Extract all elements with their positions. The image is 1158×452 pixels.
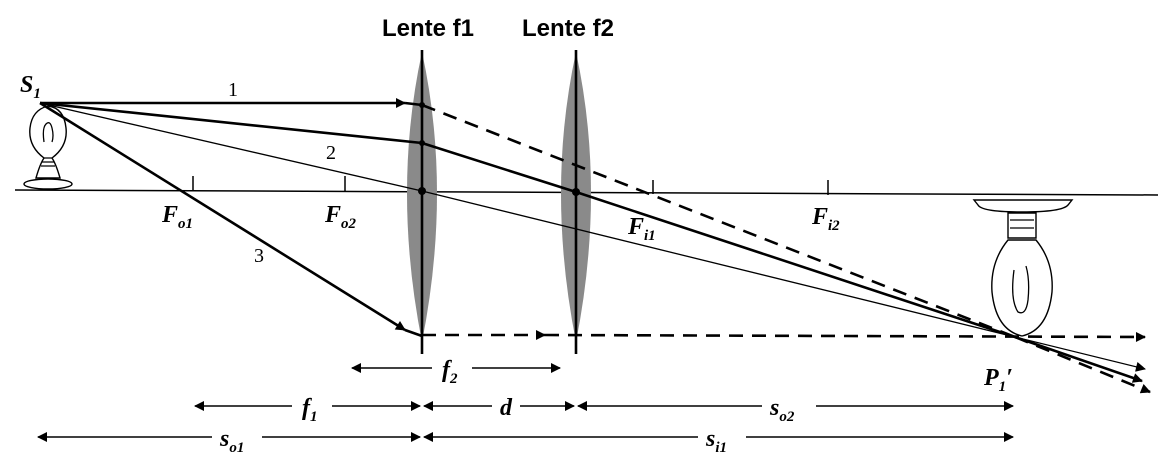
dim-f1-label: f1: [302, 395, 318, 425]
chief-ray-incident: [39, 102, 423, 192]
ray-2-hit-point: [419, 140, 425, 146]
image-label: P1′: [983, 365, 1013, 395]
ray-1-hit-point: [419, 102, 425, 108]
ray-3-incident: [39, 101, 406, 332]
lens-1-title: Lente f1: [382, 15, 474, 42]
dim-so1-label: so1: [219, 426, 244, 452]
dim-so2-mask: [762, 394, 816, 418]
lens-2-center: [572, 188, 580, 196]
lens-2: [561, 50, 591, 354]
dim-f2-mask: [432, 356, 472, 380]
source-label: S1: [20, 72, 41, 102]
ray-2-between: [421, 141, 577, 194]
focus-o1-label: Fo1: [161, 202, 193, 232]
dim-d-label: d: [500, 395, 513, 421]
focus-i2-label: Fi2: [811, 204, 840, 234]
lens-1: [407, 50, 437, 354]
lens-2-title: Lente f2: [522, 15, 614, 42]
ray-2-exit: [1014, 335, 1143, 383]
ray-3-extension: [544, 331, 1146, 342]
ray-3-incident-tail: [404, 328, 423, 338]
dim-si1-mask: [698, 425, 746, 451]
ray-2-label: 2: [326, 142, 336, 164]
dim-si1-label: si1: [705, 426, 727, 452]
focus-o2-label: Fo2: [324, 202, 357, 232]
chief-ray-refracted: [421, 190, 1016, 338]
source-bulb-icon: [23, 105, 73, 190]
dim-d-mask: [492, 394, 520, 418]
dim-so1-mask: [212, 425, 262, 451]
ray-3-label: 3: [254, 245, 264, 267]
ray-2-refracted: [575, 190, 1016, 339]
dim-f2-label: f2: [442, 357, 458, 387]
ray-2-incident: [39, 101, 423, 145]
dim-f1-mask: [292, 394, 332, 418]
ray-1-label: 1: [228, 79, 238, 101]
dim-so2-label: so2: [769, 395, 795, 425]
ray-1-virtual: [421, 103, 1016, 339]
chief-ray-exit: [1014, 336, 1146, 372]
image-bulb-icon: [972, 199, 1074, 337]
focus-i1-label: Fi1: [627, 214, 656, 244]
lens-1-center: [418, 187, 426, 195]
